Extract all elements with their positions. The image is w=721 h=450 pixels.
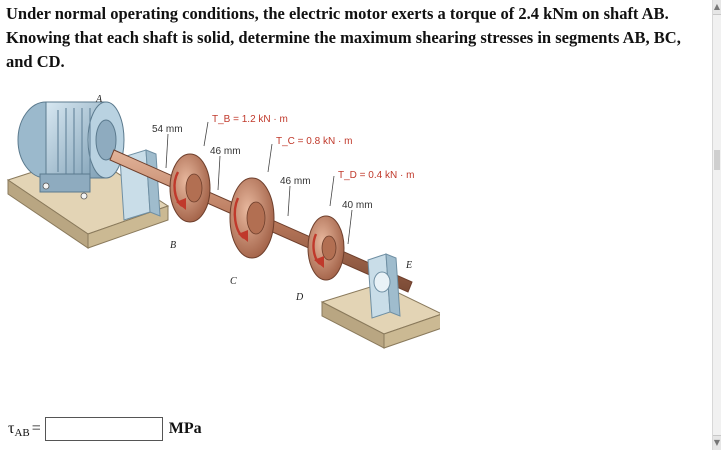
label-d-ab: 54 mm (152, 124, 183, 135)
label-torque-b: T_B = 1.2 kN · m (212, 114, 288, 125)
gear-d (307, 215, 345, 281)
gear-c (229, 177, 275, 259)
label-d-bc: 46 mm (210, 146, 241, 157)
equals-sign: = (31, 420, 41, 437)
label-b: B (170, 240, 176, 251)
tau-symbol: τ (8, 420, 15, 437)
scroll-down-icon[interactable]: ▼ (713, 435, 721, 450)
gear-b (169, 153, 211, 223)
answer-row: τ AB = MPa (8, 414, 202, 444)
label-d-cd: 46 mm (280, 176, 311, 187)
label-a: A (95, 94, 103, 105)
problem-statement: Under normal operating conditions, the e… (6, 2, 706, 74)
label-torque-d: T_D = 0.4 kN · m (338, 170, 414, 181)
label-d: D (295, 292, 304, 303)
label-d-de: 40 mm (342, 200, 373, 211)
label-e: E (405, 260, 412, 271)
motor (17, 101, 125, 200)
problem-text: Under normal operating conditions, the e… (6, 4, 681, 71)
tau-ab-input[interactable] (44, 417, 163, 441)
label-c: C (230, 276, 237, 287)
torque-arrows (173, 171, 324, 268)
unit-label: MPa (168, 420, 202, 437)
scroll-up-icon[interactable]: ▲ (713, 0, 721, 15)
label-torque-c: T_C = 0.8 kN · m (276, 136, 352, 147)
vertical-scrollbar[interactable]: ▲ ▼ (712, 0, 721, 450)
shaft-figure: A 54 mm T_B = 1.2 kN · m 46 mm T_C = 0.8… (0, 88, 444, 363)
shaft-diagram: A 54 mm T_B = 1.2 kN · m 46 mm T_C = 0.8… (6, 94, 444, 349)
tau-subscript: AB (14, 427, 30, 439)
scroll-thumb[interactable] (714, 150, 720, 170)
right-bearing (367, 253, 401, 319)
